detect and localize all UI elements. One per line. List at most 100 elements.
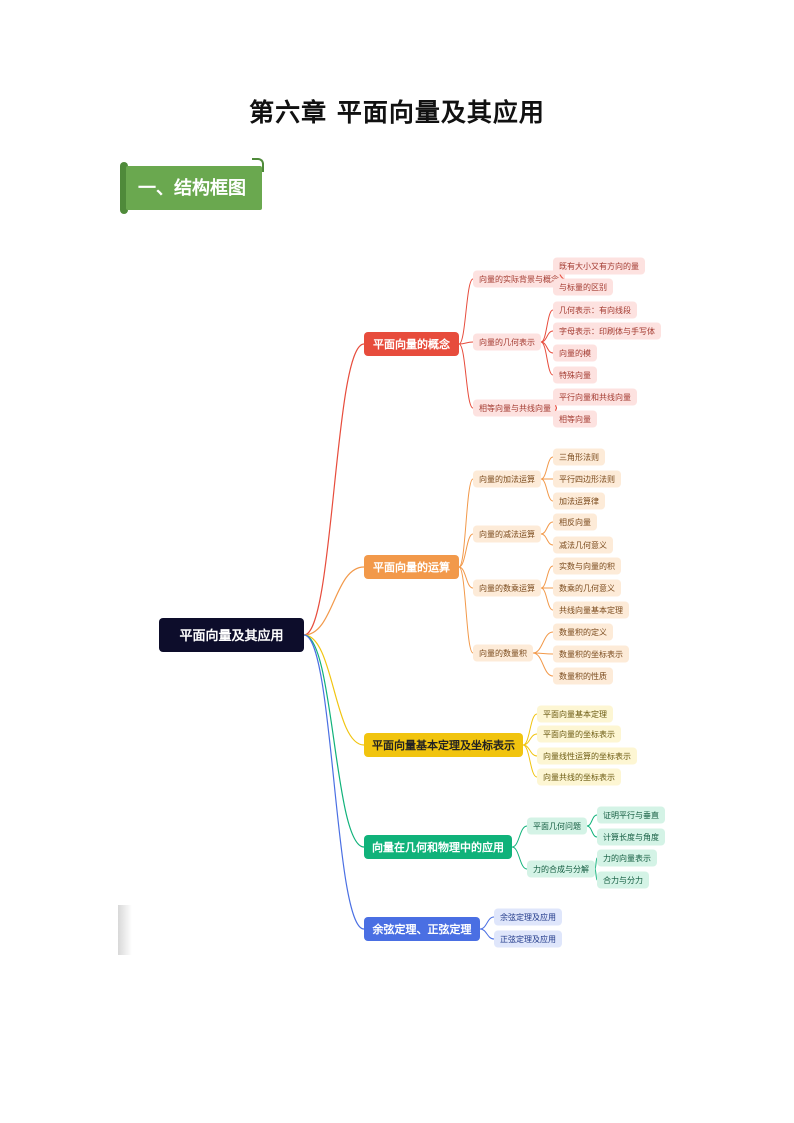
node-operation-3: 向量的数量积 [473,644,533,662]
connector-operation-l2-3 [458,566,474,654]
connector-theorem-l2-1 [522,733,538,746]
node-concept-1: 向量的几何表示 [473,333,541,351]
connector-operation-l2-2 [458,566,474,589]
leaf-concept-2-1-box [553,410,597,428]
banner-body [126,166,262,210]
leaf-concept-1-0-box [553,301,637,319]
leaf-operation-3-0-label: 数量积的定义 [559,627,607,637]
leaf-concept-1-2-label: 向量的模 [559,348,591,358]
branch-laws: 余弦定理、正弦定理 [364,917,480,941]
node-theorem-2-label: 向量线性运算的坐标表示 [543,751,631,761]
node-concept-1-box [473,333,541,351]
connector-application-l2-1 [511,846,528,870]
leaf-operation-0-1: 平行四边形法则 [553,470,621,488]
leaf-operation-0-0-label: 三角形法则 [559,452,599,462]
node-operation-0: 向量的加法运算 [473,470,541,488]
node-operation-2: 向量的数乘运算 [473,579,541,597]
leaf-concept-1-1-label: 字母表示：印刷体与手写体 [559,326,655,336]
node-laws-0: 余弦定理及应用 [494,908,562,926]
node-theorem-1-box [537,725,621,743]
node-application-1: 力的合成与分解 [527,860,595,878]
connector-root-theorem [303,634,365,746]
branch-operation: 平面向量的运算 [364,555,459,579]
leaf-application-0-0: 证明平行与垂直 [597,806,665,824]
connector-root-concept [303,343,365,636]
node-application-1-box [527,860,595,878]
leaf-concept-2-1-label: 相等向量 [559,414,591,424]
connector-root-application [303,634,365,848]
leaf-concept-0-1-box [553,278,613,296]
leaf-operation-2-2: 共线向量基本定理 [553,601,629,619]
branch-concept-box [364,332,459,356]
leaf-application-0-0-box [597,806,665,824]
connector-concept-l2-1 [458,341,474,345]
leaf-operation-2-1: 数乘的几何意义 [553,579,621,597]
node-operation-1: 向量的减法运算 [473,525,541,543]
leaf-operation-1-0: 相反向量 [553,513,597,531]
connector-root-operation [303,566,365,636]
leaf-operation-1-0-box [553,513,597,531]
leaf-operation-1-0-label: 相反向量 [559,517,591,527]
branch-application-label: 向量在几何和物理中的应用 [372,840,504,854]
branch-application-box [364,835,512,859]
node-concept-0-box [473,270,565,288]
leaf-application-1-1: 合力与分力 [597,871,649,889]
node-operation-1-label: 向量的减法运算 [479,529,535,539]
node-theorem-3-box [537,768,621,786]
node-theorem-2-box [537,747,637,765]
leaf-operation-3-2-label: 数量积的性质 [559,671,607,681]
leaf-operation-3-2: 数量积的性质 [553,667,613,685]
connector-application-0-l3-1 [586,825,598,838]
leaf-operation-3-0-box [553,623,613,641]
leaf-operation-0-2-label: 加法运算律 [559,496,599,506]
banner-roll-decoration [120,162,128,214]
branch-operation-box [364,555,459,579]
page-title: 第六章 平面向量及其应用 [249,98,545,127]
connector-concept-l2-2 [458,343,474,409]
connector-application-1-l3-0 [594,857,598,870]
root-node: 平面向量及其应用 [159,618,304,652]
leaf-application-0-1-box [597,828,665,846]
leaf-operation-0-2: 加法运算律 [553,492,605,510]
node-laws-0-box [494,908,562,926]
leaf-application-1-1-box [597,871,649,889]
node-operation-2-box [473,579,541,597]
leaf-application-1-0-label: 力的向量表示 [603,853,651,863]
connector-application-1-l3-1 [594,868,598,881]
leaf-concept-0-0: 既有大小又有方向的量 [553,257,645,275]
leaf-concept-1-3: 特殊向量 [553,366,597,384]
connector-concept-1-l3-3 [540,341,554,376]
node-application-0-label: 平面几何问题 [533,821,581,831]
leaf-operation-3-2-box [553,667,613,685]
node-concept-0: 向量的实际背景与概念 [473,270,565,288]
branch-concept: 平面向量的概念 [364,332,459,356]
leaf-concept-0-0-label: 既有大小又有方向的量 [559,261,639,271]
leaf-operation-3-1-box [553,645,629,663]
leaf-operation-2-1-box [553,579,621,597]
connector-theorem-l2-3 [522,744,538,778]
section-banner: 一、结构框图 [120,158,264,214]
leaf-application-1-0: 力的向量表示 [597,849,657,867]
node-operation-3-label: 向量的数量积 [479,648,527,658]
leaf-concept-2-0-box [553,388,637,406]
connector-laws-l2-1 [479,928,495,940]
connector-operation-3-l3-0 [532,631,554,654]
node-concept-2: 相等向量与共线向量 [473,399,557,417]
connector-operation-0-l3-0 [540,456,554,480]
connector-operation-0-l3-2 [540,478,554,502]
branch-theorem: 平面向量基本定理及坐标表示 [364,733,523,757]
leaf-operation-0-2-box [553,492,605,510]
node-operation-0-box [473,470,541,488]
leaf-concept-1-2: 向量的模 [553,344,597,362]
connector-operation-3-l3-2 [532,652,554,677]
leaf-operation-2-0-label: 实数与向量的积 [559,561,615,571]
leaf-concept-2-0-label: 平行向量和共线向量 [559,392,631,402]
root-node-label: 平面向量及其应用 [179,628,283,644]
branch-application: 向量在几何和物理中的应用 [364,835,512,859]
leaf-concept-0-1: 与标量的区别 [553,278,613,296]
branch-laws-label: 余弦定理、正弦定理 [372,922,472,936]
node-theorem-2: 向量线性运算的坐标表示 [537,747,637,765]
connector-operation-2-l3-0 [540,565,554,589]
connector-theorem-l2-0 [522,713,538,746]
